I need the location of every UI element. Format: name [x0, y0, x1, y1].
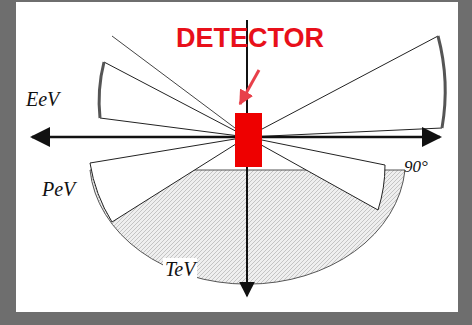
- detector-block: [235, 113, 262, 167]
- detector-label: DETECTOR: [176, 24, 324, 54]
- energy-label: EeV: [26, 88, 59, 110]
- axis-left: [32, 136, 246, 139]
- axis-right: [248, 136, 440, 139]
- energy-label: PeV: [42, 178, 75, 200]
- energy-label: TeV: [163, 258, 197, 280]
- panel: [16, 2, 458, 312]
- eev-arc-left: [99, 62, 104, 118]
- pev-wedge-left: [90, 137, 247, 222]
- eev-arc-right: [438, 36, 445, 128]
- pev-wedge-right: [247, 137, 385, 210]
- angle-label: 90°: [404, 158, 428, 177]
- eev-wedge-left: [99, 62, 247, 137]
- pointer-arrow: [240, 70, 259, 104]
